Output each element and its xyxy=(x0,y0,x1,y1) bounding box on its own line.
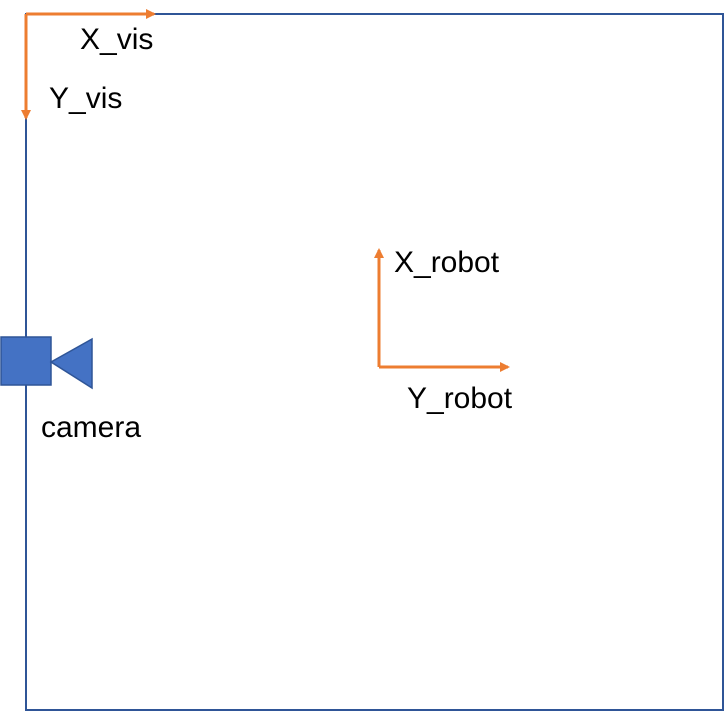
camera-body xyxy=(0,336,52,386)
vision-frame: X_vis Y_vis xyxy=(21,9,156,120)
camera-icon xyxy=(0,336,93,390)
robot-frame: X_robot Y_robot xyxy=(374,246,513,415)
camera-label: camera xyxy=(41,411,141,444)
workspace-boundary xyxy=(25,13,724,711)
x-robot-label: X_robot xyxy=(394,246,500,279)
y-robot-label: Y_robot xyxy=(407,382,513,415)
x-vis-label: X_vis xyxy=(80,23,153,56)
camera-lens xyxy=(49,337,93,390)
y-vis-label: Y_vis xyxy=(49,82,122,115)
